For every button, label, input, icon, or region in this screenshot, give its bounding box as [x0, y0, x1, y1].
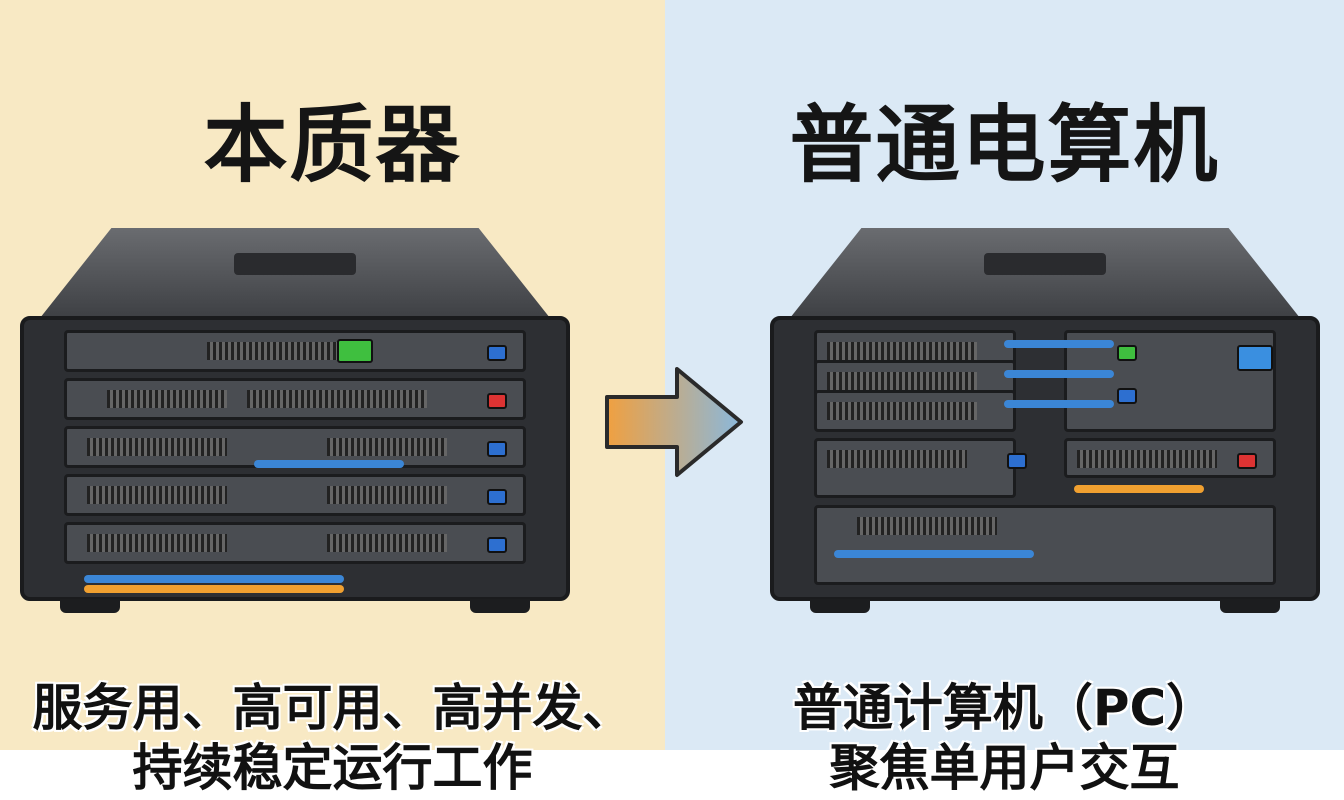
pc-illustration	[760, 228, 1330, 613]
panel-title: 普通电算机	[789, 96, 1220, 194]
server-illustration	[10, 228, 580, 613]
caption-line-2: 持续稳定运行工作	[132, 739, 533, 797]
server-panel: 本质器 服务用、高可用、高并发、 持续稳定运行工作	[0, 0, 665, 797]
caption-line-2: 聚焦单用户交互	[829, 739, 1180, 797]
pc-panel: 普通电算机 普通计算机（PC） 聚焦单用户交互	[665, 0, 1344, 797]
caption-line-1: 普通计算机（PC）	[792, 679, 1217, 737]
arrow-right-icon	[605, 367, 743, 477]
caption-line-1: 服务用、高可用、高并发、	[32, 679, 633, 737]
panel-title: 本质器	[203, 96, 462, 194]
